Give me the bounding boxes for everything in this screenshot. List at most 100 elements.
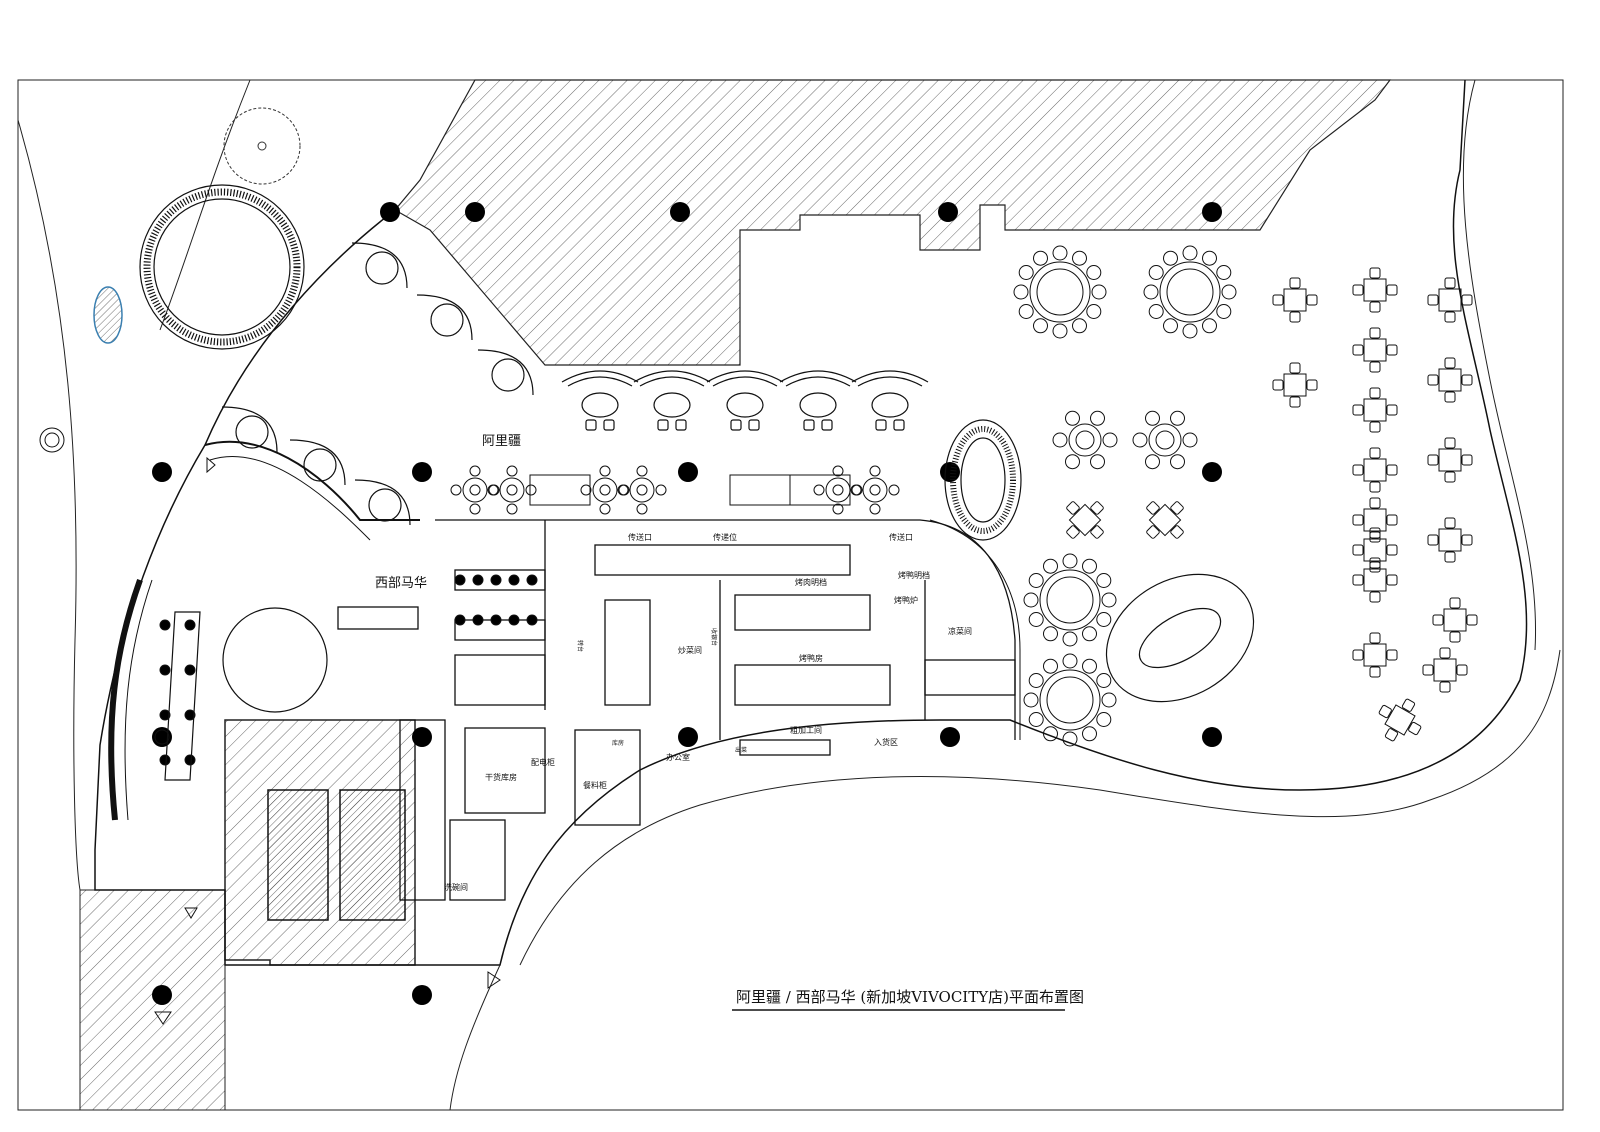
column-icon xyxy=(380,202,400,222)
chair-icon xyxy=(675,419,687,431)
label-peidian-gui: 配电柜 xyxy=(531,757,555,767)
booth-table xyxy=(581,392,619,418)
chair-icon xyxy=(1444,437,1456,449)
chair-icon xyxy=(1386,284,1398,296)
chair-icon xyxy=(1148,304,1164,319)
column-icon xyxy=(152,462,172,482)
banquette-arch xyxy=(706,370,784,383)
curved-booth xyxy=(477,349,534,396)
chair-icon xyxy=(525,484,537,496)
round-table xyxy=(825,477,851,503)
chair-icon xyxy=(1143,284,1159,300)
square-table xyxy=(1363,538,1387,562)
chair-icon xyxy=(1182,432,1198,448)
chair-icon xyxy=(1043,558,1058,574)
label-xiwan-jian: 洗碗间 xyxy=(444,882,468,892)
chair-icon xyxy=(1449,597,1461,609)
square-table xyxy=(1363,568,1387,592)
chair-icon xyxy=(599,503,611,515)
chair-icon xyxy=(1018,265,1034,280)
round-table xyxy=(629,477,655,503)
square-table xyxy=(1283,373,1307,397)
square-table xyxy=(1283,288,1307,312)
chair-icon xyxy=(1289,396,1301,408)
outer-curve-left xyxy=(17,119,81,891)
chair-icon xyxy=(580,484,592,496)
stool-icon xyxy=(490,614,502,626)
chair-icon xyxy=(1216,304,1232,319)
chair-icon xyxy=(1096,573,1112,588)
chair-icon xyxy=(832,465,844,477)
chair-icon xyxy=(487,484,499,496)
label-ruhuo-qu: 入货区 xyxy=(874,737,898,747)
chair-icon xyxy=(1386,544,1398,556)
rect-table xyxy=(729,474,791,506)
chair-icon xyxy=(1369,361,1381,373)
banquette-arch xyxy=(851,370,929,383)
chair-icon xyxy=(1066,501,1080,515)
chair-icon xyxy=(657,419,669,431)
square-table xyxy=(1363,338,1387,362)
label-kaoya-lu: 烤鸭炉 xyxy=(894,595,918,605)
column-icon xyxy=(938,202,958,222)
square-table-set xyxy=(1378,698,1422,742)
chair-icon xyxy=(1289,311,1301,323)
chair-icon xyxy=(1369,632,1381,644)
bar-counter-inner xyxy=(124,579,153,821)
chair-icon xyxy=(1145,410,1160,426)
label-chuchang: 收银台 xyxy=(710,628,718,646)
chair-icon xyxy=(1369,327,1381,339)
round-planter-outer xyxy=(139,184,305,350)
square-table-set xyxy=(1352,557,1398,603)
column-icon xyxy=(412,462,432,482)
chair-icon xyxy=(1028,712,1044,727)
chair-icon xyxy=(1439,681,1451,693)
label-chuancai-kou-2: 传送口 xyxy=(889,532,913,542)
chair-icon xyxy=(1369,447,1381,459)
entrance-markers xyxy=(154,456,501,1025)
chair-icon xyxy=(1444,517,1456,529)
chair-icon xyxy=(1378,704,1392,719)
column-icon xyxy=(1202,202,1222,222)
booth-table xyxy=(430,303,464,337)
round-table xyxy=(1068,423,1102,457)
chair-icon xyxy=(1272,379,1284,391)
chair-icon xyxy=(832,503,844,515)
round-table-lazy-susan xyxy=(1046,576,1094,624)
stool-icon xyxy=(154,729,170,745)
chair-icon xyxy=(1444,471,1456,483)
chair-icon xyxy=(1065,410,1080,426)
chair-icon xyxy=(1289,362,1301,374)
chair-icon xyxy=(1145,454,1160,470)
chair-icon xyxy=(1066,525,1080,539)
square-table xyxy=(1363,643,1387,667)
chair-icon xyxy=(1170,454,1185,470)
chair-icon xyxy=(1163,250,1178,266)
chair-icon xyxy=(1023,592,1039,608)
chair-icon xyxy=(1306,294,1318,306)
chair-icon xyxy=(603,419,615,431)
label-cujiagong-jian: 粗加工间 xyxy=(790,725,822,735)
chair-icon xyxy=(1461,534,1473,546)
chair-icon xyxy=(1306,379,1318,391)
stool-icon xyxy=(526,574,538,586)
rect-table xyxy=(789,474,851,506)
bar-counter-outer xyxy=(108,578,143,821)
chair-icon xyxy=(1386,514,1398,526)
square-table-set xyxy=(1352,327,1398,373)
column-icon xyxy=(940,727,960,747)
curved-booth xyxy=(221,406,278,453)
chair-icon xyxy=(1369,481,1381,493)
kitchen-walls xyxy=(337,519,1016,901)
chair-icon xyxy=(1072,318,1087,334)
chair-icon xyxy=(1052,432,1068,448)
chair-icon xyxy=(1101,592,1117,608)
round-table-lazy-susan xyxy=(1155,430,1175,450)
round-table-lazy-susan xyxy=(832,484,844,496)
chair-icon xyxy=(1386,649,1398,661)
square-table xyxy=(1148,503,1182,537)
chair-icon xyxy=(1028,612,1044,627)
chair-icon xyxy=(1369,591,1381,603)
chair-icon xyxy=(1439,647,1451,659)
chair-icon xyxy=(1461,374,1473,386)
